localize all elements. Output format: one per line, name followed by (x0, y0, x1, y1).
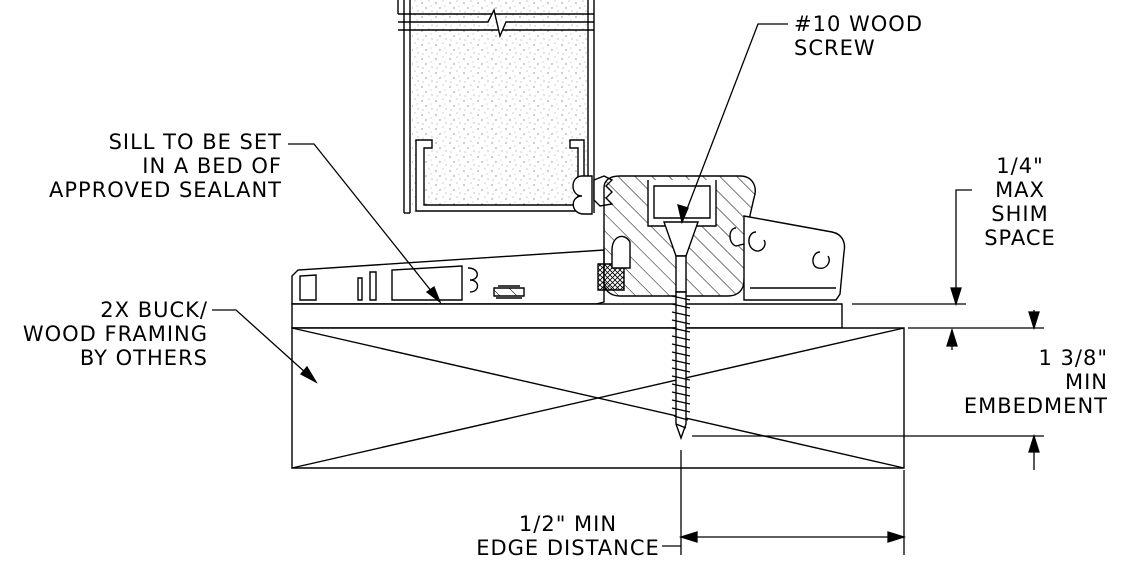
screw-callout: #10 WOOD SCREW (794, 12, 923, 60)
leader-lines (212, 24, 788, 382)
edge-label-line-1: 1/2" MIN (518, 512, 618, 536)
edge-label-line-2: EDGE DISTANCE (476, 536, 660, 560)
embedment-label-line-2: MIN (1064, 370, 1108, 394)
sill-callout-line-1: SILL TO BE SET (108, 130, 282, 154)
edge-distance-label: 1/2" MIN EDGE DISTANCE (476, 512, 660, 560)
shim-label-line-3: SHIM (991, 202, 1049, 226)
wood-screw (664, 222, 698, 438)
shim-strip (292, 304, 842, 328)
sill-callout-line-2: IN A BED OF (142, 154, 282, 178)
wood-buck (292, 328, 904, 468)
dimension-lines (662, 190, 1044, 555)
exterior-sill-lip (744, 216, 845, 300)
shim-label-line-1: 1/4" (996, 154, 1044, 178)
shim-label-line-2: MAX (995, 178, 1045, 202)
screw-callout-line-1: #10 WOOD (794, 12, 923, 36)
screw-callout-line-2: SCREW (794, 36, 876, 60)
door-panel (398, 0, 594, 213)
sill-callout-line-3: APPROVED SEALANT (49, 178, 282, 202)
shim-label-line-4: SPACE (984, 226, 1056, 250)
buck-callout-line-1: 2X BUCK/ (100, 298, 208, 322)
embedment-label-line-1: 1 3/8" (1038, 346, 1108, 370)
sill-extrusion (292, 250, 604, 304)
buck-callout-line-3: BY OTHERS (79, 346, 208, 370)
door-sweep (573, 176, 612, 214)
embedment-dimension-label: 1 3/8" MIN EMBEDMENT (964, 346, 1108, 418)
shim-dimension-label: 1/4" MAX SHIM SPACE (970, 154, 1070, 250)
buck-callout: 2X BUCK/ WOOD FRAMING BY OTHERS (23, 298, 208, 370)
embedment-label-line-3: EMBEDMENT (963, 394, 1108, 418)
buck-callout-line-2: WOOD FRAMING (22, 322, 208, 346)
sill-callout: SILL TO BE SET IN A BED OF APPROVED SEAL… (49, 130, 282, 202)
